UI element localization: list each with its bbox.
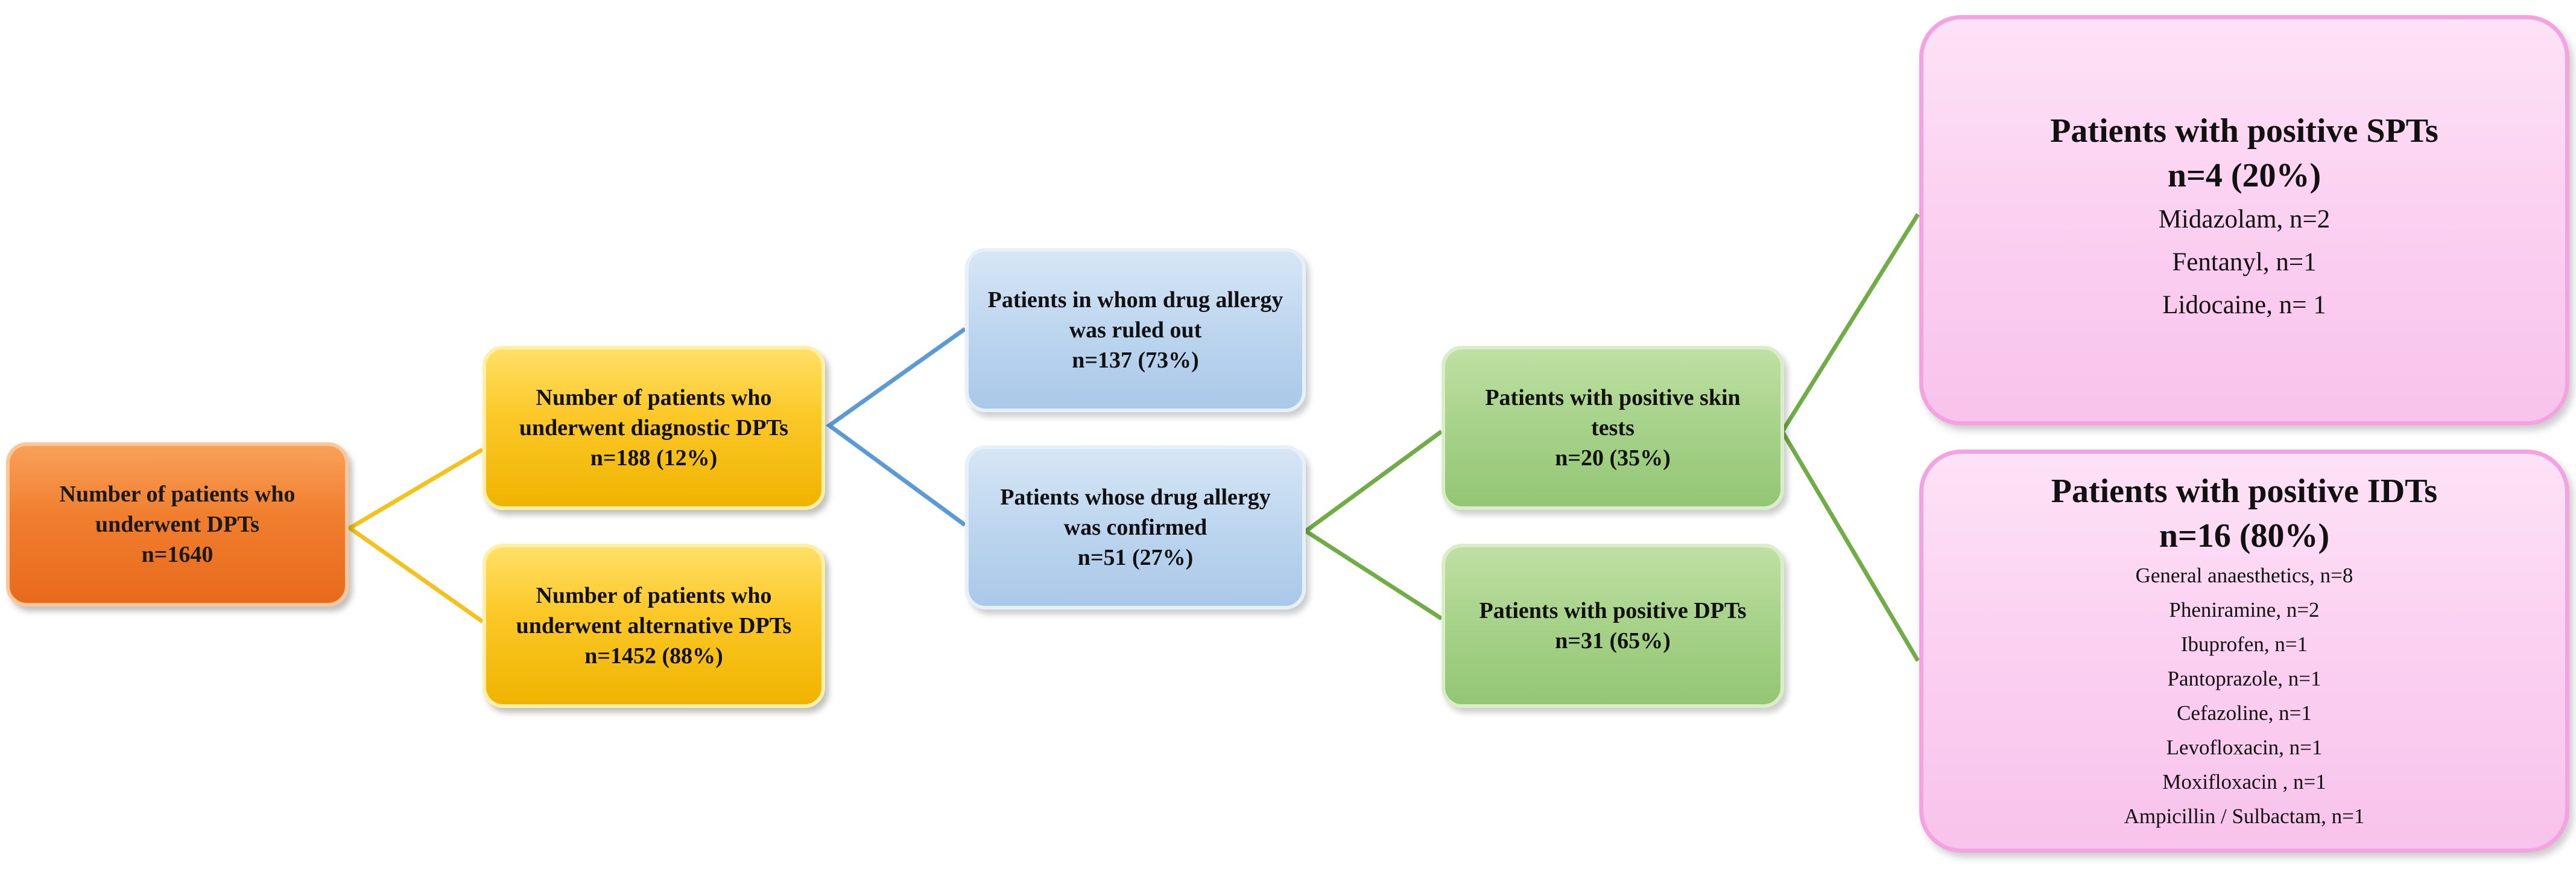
- spts-drug-item: Midazolam, n=2: [2158, 205, 2331, 234]
- idts-drug-item: Pantoprazole, n=1: [2167, 667, 2321, 690]
- box-diagnostic-dpts: Number of patients who underwent diagnos…: [483, 346, 825, 510]
- idts-drug-item: Ampicillin / Sulbactam, n=1: [2124, 804, 2365, 828]
- skin-tests-count: n=20 (35%): [1555, 445, 1671, 471]
- box-positive-skin-tests: Patients with positive skin tests n=20 (…: [1441, 346, 1784, 510]
- total-patients-line-2: underwent DPTs: [95, 512, 260, 537]
- total-patients-count: n=1640: [141, 542, 214, 567]
- connector-diagnostic-to-outcomes: [826, 327, 967, 527]
- spts-drug-list: Midazolam, n=2 Fentanyl, n=1 Lidocaine, …: [2159, 198, 2331, 326]
- connector-skin-tests-to-spts-idts: [1779, 213, 1920, 662]
- skin-tests-line-2: tests: [1591, 415, 1635, 441]
- positive-dpts-count: n=31 (65%): [1555, 628, 1671, 654]
- confirmed-count: n=51 (27%): [1077, 545, 1194, 570]
- box-positive-dpts: Patients with positive DPTs n=31 (65%): [1441, 544, 1784, 708]
- spts-drug-item: Fentanyl, n=1: [2172, 248, 2317, 276]
- alternative-dpts-count: n=1452 (88%): [584, 643, 723, 669]
- box-allergy-ruled-out: Patients in whom drug allergy was ruled …: [965, 248, 1306, 412]
- spts-drug-item: Lidocaine, n= 1: [2162, 291, 2326, 319]
- connector-confirmed-to-tests: [1302, 430, 1443, 620]
- box-allergy-confirmed: Patients whose drug allergy was confirme…: [965, 445, 1306, 610]
- idts-drug-item: Pheniramine, n=2: [2169, 598, 2320, 622]
- ruled-out-line-1: Patients in whom drug allergy: [987, 287, 1283, 313]
- alternative-dpts-line-2: underwent alternative DPTs: [516, 613, 792, 638]
- box-positive-idts: Patients with positive IDTs n=16 (80%) G…: [1919, 450, 2569, 853]
- idts-drug-item: Cefazoline, n=1: [2177, 701, 2312, 725]
- idts-title: Patients with positive IDTs: [2051, 473, 2438, 510]
- positive-dpts-line-1: Patients with positive DPTs: [1479, 598, 1747, 623]
- confirmed-line-1: Patients whose drug allergy: [1000, 485, 1271, 510]
- idts-drug-item: Levofloxacin, n=1: [2166, 736, 2323, 759]
- diagnostic-dpts-count: n=188 (12%): [590, 445, 718, 471]
- idts-drug-item: Ibuprofen, n=1: [2180, 632, 2308, 656]
- idts-drug-list: General anaesthetics, n=8 Pheniramine, n…: [2124, 558, 2365, 833]
- spts-title: Patients with positive SPTs: [2050, 112, 2438, 150]
- idts-count: n=16 (80%): [2159, 517, 2330, 555]
- idts-drug-item: Moxifloxacin , n=1: [2162, 770, 2326, 794]
- ruled-out-count: n=137 (73%): [1072, 348, 1199, 373]
- ruled-out-line-2: was ruled out: [1069, 317, 1202, 343]
- connector-root-to-dpt-groups: [346, 447, 484, 623]
- box-alternative-dpts: Number of patients who underwent alterna…: [483, 544, 825, 708]
- diagnostic-dpts-line-1: Number of patients who: [536, 385, 772, 410]
- total-patients-line-1: Number of patients who: [59, 482, 296, 507]
- idts-drug-item: General anaesthetics, n=8: [2135, 564, 2353, 587]
- box-total-patients: Number of patients who underwent DPTs n=…: [6, 442, 349, 606]
- confirmed-line-2: was confirmed: [1063, 515, 1207, 540]
- skin-tests-line-1: Patients with positive skin: [1485, 385, 1741, 410]
- spts-count: n=4 (20%): [2167, 157, 2321, 194]
- box-positive-spts: Patients with positive SPTs n=4 (20%) Mi…: [1919, 15, 2569, 425]
- alternative-dpts-line-1: Number of patients who: [536, 583, 772, 608]
- diagnostic-dpts-line-2: underwent diagnostic DPTs: [519, 415, 789, 441]
